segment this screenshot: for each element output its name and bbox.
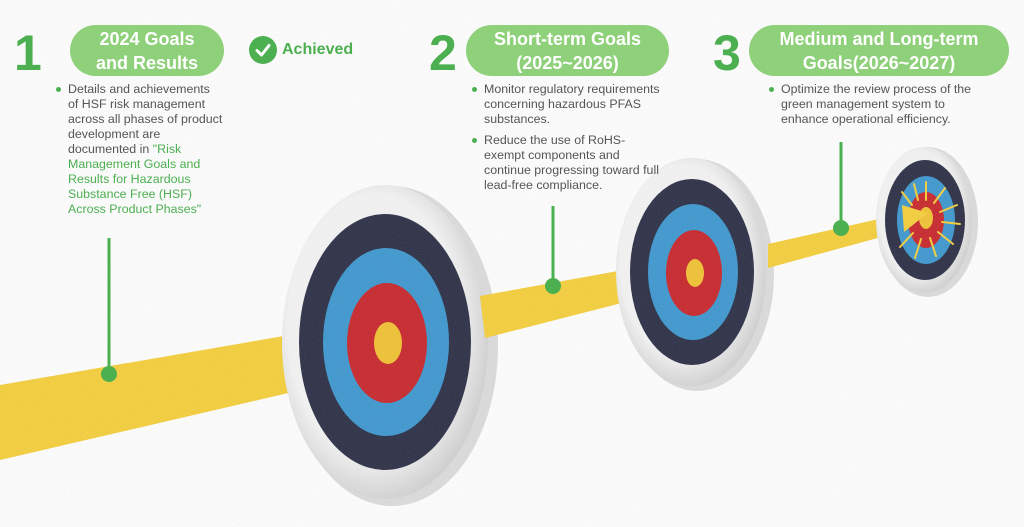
goal-1-bullets: Details and achievements of HSF risk man… (55, 82, 223, 223)
connector-3 (833, 142, 849, 236)
status-label: Achieved (282, 41, 354, 58)
goal-1-title-line-2: and Results (95, 52, 199, 73)
goal-3-bullet-1: Optimize the review process of the green… (768, 82, 983, 127)
goal-2-bullets: Monitor regulatory requirements concerni… (471, 82, 661, 199)
goal-1-bullet-text: Details and achievements of HSF risk man… (68, 82, 223, 156)
connector-1 (101, 238, 117, 382)
goal-2-number: 2 (429, 25, 457, 81)
goal-1-title: 2024 Goals and Results (70, 25, 224, 76)
goal-3-title: Medium and Long-term Goals(2026~2027) (749, 25, 1009, 76)
goal-3-number: 3 (713, 25, 741, 81)
goal-2-bullet-1: Monitor regulatory requirements concerni… (471, 82, 661, 127)
check-circle-icon (249, 36, 277, 64)
goal-1-number: 1 (14, 25, 42, 81)
goal-1-bullet: Details and achievements of HSF risk man… (55, 82, 223, 217)
goal-2-title-line-1: Short-term Goals (493, 28, 642, 49)
connector-2 (545, 206, 561, 294)
status-achieved: Achieved (249, 36, 353, 64)
goal-3-bullets: Optimize the review process of the green… (768, 82, 983, 133)
goal-3-title-line-1: Medium and Long-term (779, 28, 979, 49)
goal-3-title-line-2: Goals(2026~2027) (802, 52, 956, 73)
goal-1-title-line-1: 2024 Goals (99, 28, 195, 49)
goal-2-title: Short-term Goals (2025~2026) (466, 25, 669, 76)
goal-2-title-line-2: (2025~2026) (516, 52, 619, 73)
goal-2-bullet-2: Reduce the use of RoHS-exempt components… (471, 133, 661, 193)
goal-1-bullet-link[interactable]: "Risk Management Goals and Results for H… (68, 142, 202, 216)
